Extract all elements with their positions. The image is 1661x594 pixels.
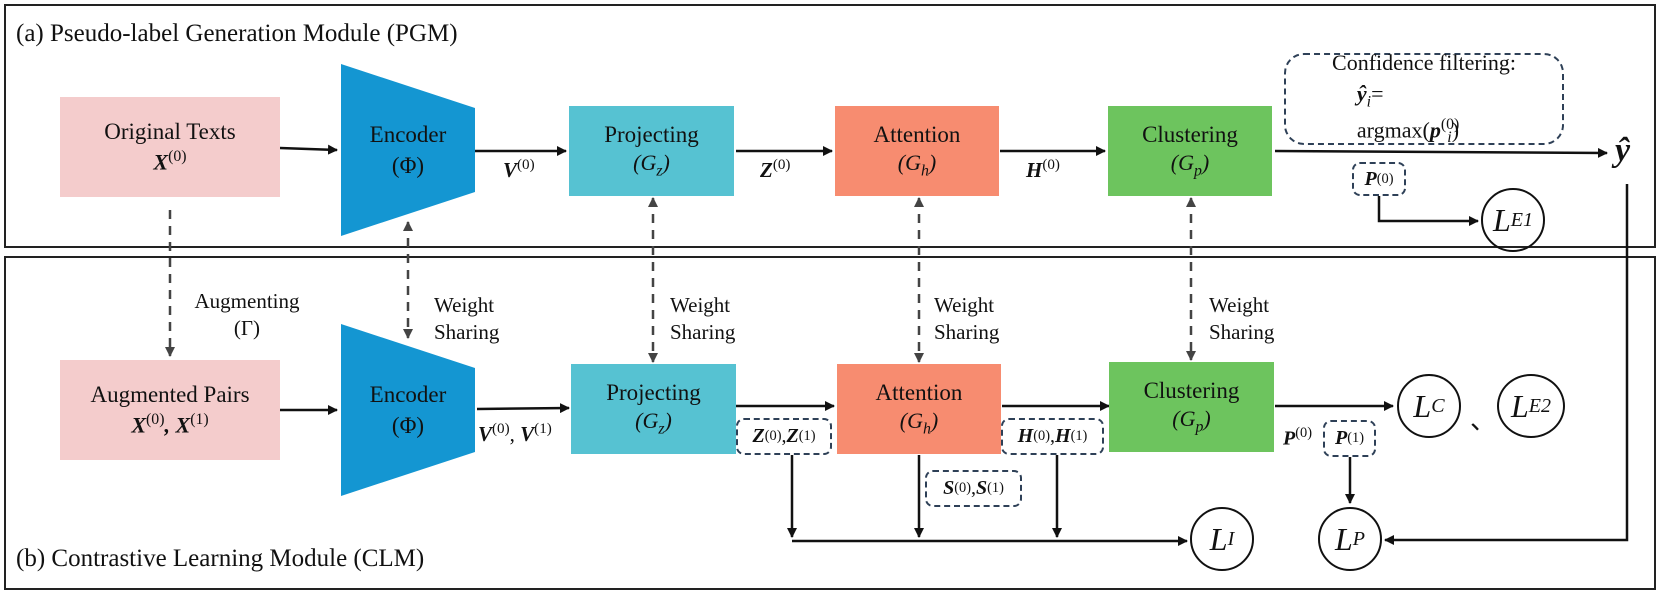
clustering-symbol-pgm: (Gp) [1170, 150, 1210, 180]
p1-badge-clm: P(1) [1323, 420, 1376, 457]
clm-title: (b) Contrastive Learning Module (CLM) [16, 545, 425, 572]
encoder-clm-label: Encoder [369, 381, 447, 407]
projecting-box-clm: Projecting (Gz) [571, 364, 736, 454]
augmented-pairs-vars: X(0), X(1) [131, 410, 209, 438]
z0-label: Z(0) [760, 157, 791, 182]
projecting-symbol-pgm: (Gz) [633, 150, 670, 180]
original-texts-label: Original Texts [104, 119, 236, 145]
pgm-panel [4, 4, 1656, 248]
y-hat-output: ŷ [1615, 132, 1631, 169]
clustering-symbol-clm: (Gp) [1172, 406, 1211, 436]
attention-label-clm: Attention [875, 379, 963, 405]
attention-symbol-clm: (Gh) [899, 408, 939, 438]
clustering-box-clm: Clustering (Gp) [1109, 362, 1274, 452]
v-pair-label: V(0), V(1) [478, 421, 552, 446]
augmenting-label: Augmenting(Γ) [194, 289, 300, 341]
augmented-pairs-box: Augmented Pairs X(0), X(1) [60, 360, 280, 460]
attention-box-pgm: Attention (Gh) [835, 106, 999, 196]
confidence-formula: ŷi= argmax(p(0)i) [1356, 81, 1460, 147]
projecting-label-clm: Projecting [606, 379, 701, 405]
projecting-symbol-clm: (Gz) [635, 408, 672, 438]
loss-separator: 、 [1470, 406, 1497, 435]
clustering-box-pgm: Clustering (Gp) [1108, 106, 1272, 196]
encoder-pgm: Encoder (Φ) [341, 64, 475, 236]
p0-badge-pgm: P(0) [1352, 162, 1406, 196]
attention-box-clm: Attention (Gh) [837, 364, 1001, 454]
h-pair-badge: H(0), H(1) [1001, 418, 1104, 455]
clustering-label-clm: Clustering [1143, 377, 1240, 403]
s-pair-badge: S(0), S(1) [925, 470, 1022, 507]
augmented-pairs-label: Augmented Pairs [90, 382, 250, 408]
confidence-filtering-box: Confidence filtering: ŷi= argmax(p(0)i) [1284, 50, 1564, 146]
original-texts-box: Original Texts X(0) [60, 97, 280, 197]
clm-panel [4, 256, 1656, 590]
encoder-clm: Encoder (Φ) [341, 324, 475, 496]
h0-label: H(0) [1026, 157, 1060, 182]
projecting-label-pgm: Projecting [604, 121, 699, 147]
original-texts-var: X(0) [153, 147, 187, 175]
pgm-title: (a) Pseudo-label Generation Module (PGM) [16, 20, 458, 47]
encoder-clm-symbol: (Φ) [391, 413, 425, 438]
confidence-title: Confidence filtering: [1332, 50, 1516, 76]
v0-label: V(0) [503, 157, 535, 182]
p0-label-clm: P(0) [1283, 425, 1312, 450]
attention-symbol-pgm: (Gh) [897, 150, 937, 180]
attention-label-pgm: Attention [873, 121, 961, 147]
encoder-pgm-label: Encoder [369, 121, 447, 147]
projecting-box-pgm: Projecting (Gz) [569, 106, 734, 196]
clustering-label-pgm: Clustering [1142, 121, 1238, 147]
encoder-pgm-symbol: (Φ) [391, 153, 425, 178]
z-pair-badge: Z(0), Z(1) [736, 418, 832, 455]
